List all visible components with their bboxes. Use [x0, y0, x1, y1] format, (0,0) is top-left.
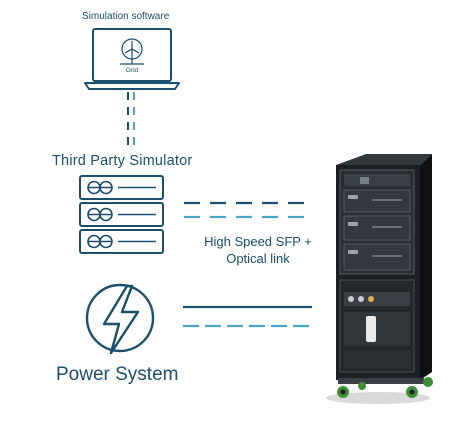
power-system-label: Power System	[56, 364, 179, 385]
hil-cabinet-image	[326, 154, 433, 404]
sfp-link-label-line2: Optical link	[226, 251, 290, 266]
sfp-optical-link	[184, 201, 312, 219]
third-party-simulator-label: Third Party Simulator	[52, 153, 193, 169]
sfp-link-label-line1: High Speed SFP +	[204, 234, 312, 249]
power-link	[183, 305, 312, 328]
server-unit-details	[87, 180, 156, 249]
lightning-bolt-icon	[85, 283, 155, 355]
laptop-simulator-link	[127, 92, 135, 150]
simulation-software-label: Simulation software	[82, 11, 170, 22]
wind-turbine-icon	[120, 38, 144, 65]
sfp-link-label: High Speed SFP + Optical link	[183, 233, 333, 267]
grid-label: Grid	[125, 67, 139, 74]
laptop-icon	[84, 28, 180, 90]
server-stack-icon	[79, 175, 164, 254]
